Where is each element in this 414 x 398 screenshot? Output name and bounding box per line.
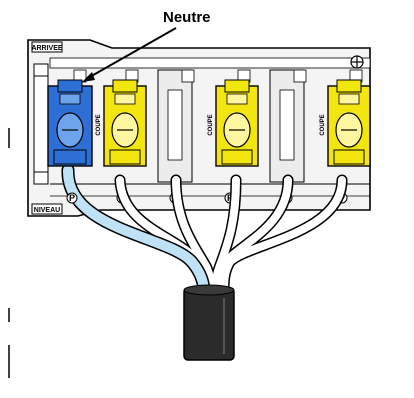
neutre-label: Neutre bbox=[163, 9, 211, 26]
phase-terminal-block bbox=[103, 79, 147, 167]
arrivee-tag: ARRIVEE bbox=[31, 41, 63, 53]
arrow-head-icon bbox=[82, 72, 95, 82]
cable-sheath bbox=[183, 284, 235, 361]
neutre-callout: Neutre bbox=[82, 9, 211, 82]
phase-coupe-label: COUPE bbox=[320, 114, 326, 135]
arrivee-label: ARRIVEE bbox=[31, 45, 62, 52]
niveau-label: NIVEAU bbox=[34, 207, 60, 214]
ground-symbol-icon bbox=[350, 55, 364, 69]
phase-coupe-label: COUPE bbox=[208, 114, 214, 135]
phase-terminal-block: COUPE bbox=[320, 79, 371, 167]
wires bbox=[61, 163, 348, 299]
neutral-coupe-label: COUPE bbox=[96, 114, 102, 135]
terminal-label: P bbox=[69, 193, 75, 203]
phase-terminal-block: COUPE bbox=[208, 79, 259, 167]
neutral-terminal-block: COUPE bbox=[47, 79, 102, 167]
terminal-marker: P bbox=[66, 192, 78, 204]
niveau-tag: NIVEAU bbox=[31, 203, 63, 215]
